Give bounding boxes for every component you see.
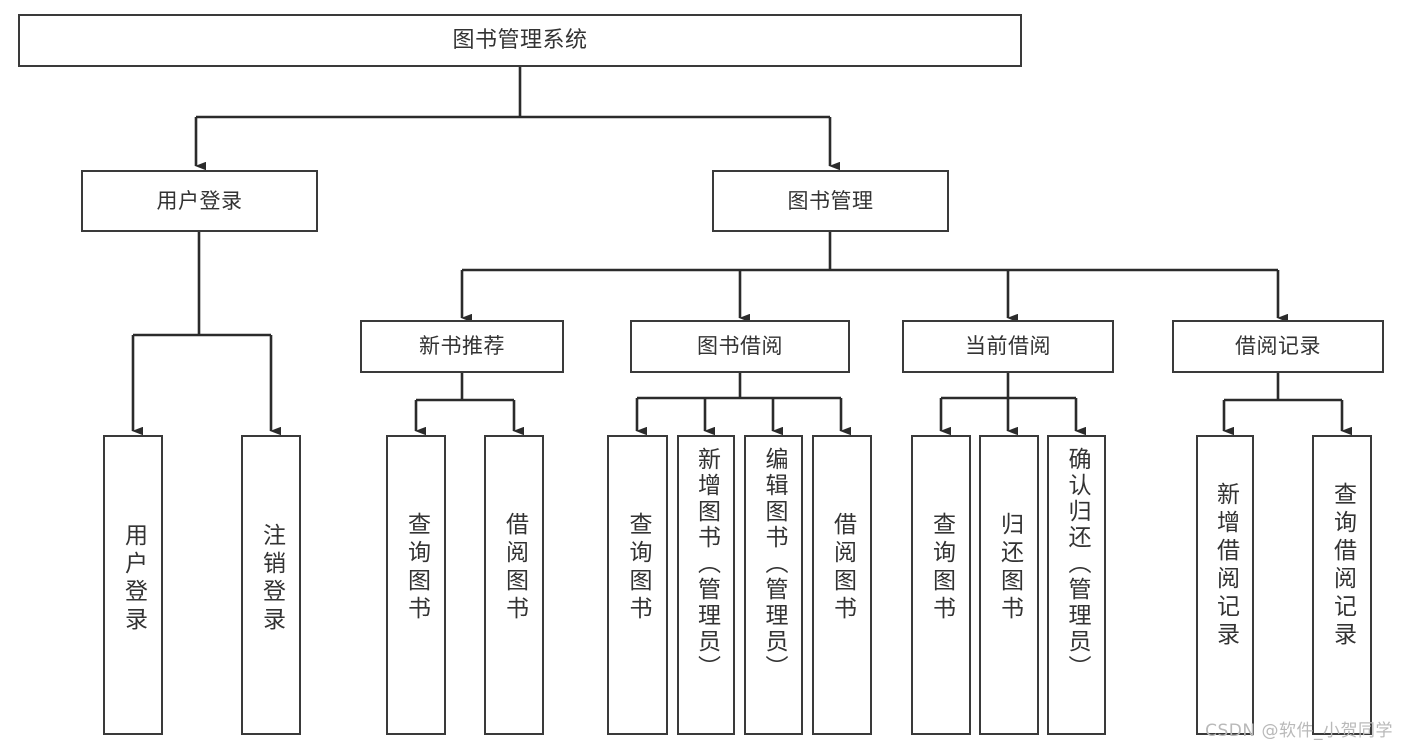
node-leaf-rec-query2-label: 查询借阅记录 (1329, 482, 1356, 650)
node-leaf-borrow-edit[interactable]: 编辑图书（管理员） (744, 435, 803, 735)
node-leaf-rec-query[interactable]: 查询图书 (386, 435, 446, 735)
node-leaf-borrow-query-label: 查询图书 (625, 512, 651, 624)
node-current-borrow-label: 当前借阅 (965, 334, 1051, 359)
watermark: CSDN @软件_小贺同学 (1205, 721, 1393, 741)
node-leaf-rec-query2[interactable]: 查询借阅记录 (1312, 435, 1372, 735)
node-book-manage[interactable]: 图书管理 (712, 170, 949, 232)
node-leaf-user-login-label: 用户登录 (120, 523, 147, 635)
node-new-book-rec[interactable]: 新书推荐 (360, 320, 564, 373)
node-leaf-borrow-add-label: 新增图书（管理员） (693, 447, 720, 681)
node-root-label: 图书管理系统 (452, 27, 588, 53)
node-leaf-user-logout-label: 注销登录 (258, 523, 285, 635)
node-leaf-cur-confirm-label: 确认归还（管理员） (1064, 447, 1090, 681)
node-book-borrow[interactable]: 图书借阅 (630, 320, 850, 373)
node-leaf-cur-query[interactable]: 查询图书 (911, 435, 971, 735)
node-book-borrow-label: 图书借阅 (697, 334, 783, 359)
node-root[interactable]: 图书管理系统 (18, 14, 1022, 67)
node-leaf-user-login[interactable]: 用户登录 (103, 435, 163, 735)
node-leaf-rec-borrow[interactable]: 借阅图书 (484, 435, 544, 735)
node-leaf-rec-borrow-label: 借阅图书 (501, 512, 528, 624)
node-leaf-user-logout[interactable]: 注销登录 (241, 435, 301, 735)
node-book-manage-label: 图书管理 (787, 188, 874, 213)
node-leaf-cur-return-label: 归还图书 (996, 512, 1023, 624)
node-user-login-label: 用户登录 (156, 188, 243, 213)
node-leaf-rec-query-label: 查询图书 (403, 512, 430, 624)
node-new-book-rec-label: 新书推荐 (419, 334, 505, 359)
node-leaf-rec-add-label: 新增借阅记录 (1212, 482, 1239, 650)
node-borrow-record[interactable]: 借阅记录 (1172, 320, 1384, 373)
node-leaf-cur-return[interactable]: 归还图书 (979, 435, 1039, 735)
node-leaf-rec-add[interactable]: 新增借阅记录 (1196, 435, 1254, 735)
node-leaf-cur-confirm[interactable]: 确认归还（管理员） (1047, 435, 1106, 735)
node-leaf-borrow-lend[interactable]: 借阅图书 (812, 435, 872, 735)
node-leaf-borrow-edit-label: 编辑图书（管理员） (761, 447, 787, 681)
node-leaf-borrow-add[interactable]: 新增图书（管理员） (677, 435, 735, 735)
node-leaf-borrow-lend-label: 借阅图书 (829, 512, 856, 624)
node-borrow-record-label: 借阅记录 (1235, 334, 1321, 359)
node-user-login[interactable]: 用户登录 (81, 170, 318, 232)
node-leaf-borrow-query[interactable]: 查询图书 (607, 435, 668, 735)
node-leaf-cur-query-label: 查询图书 (928, 512, 955, 624)
node-current-borrow[interactable]: 当前借阅 (902, 320, 1114, 373)
